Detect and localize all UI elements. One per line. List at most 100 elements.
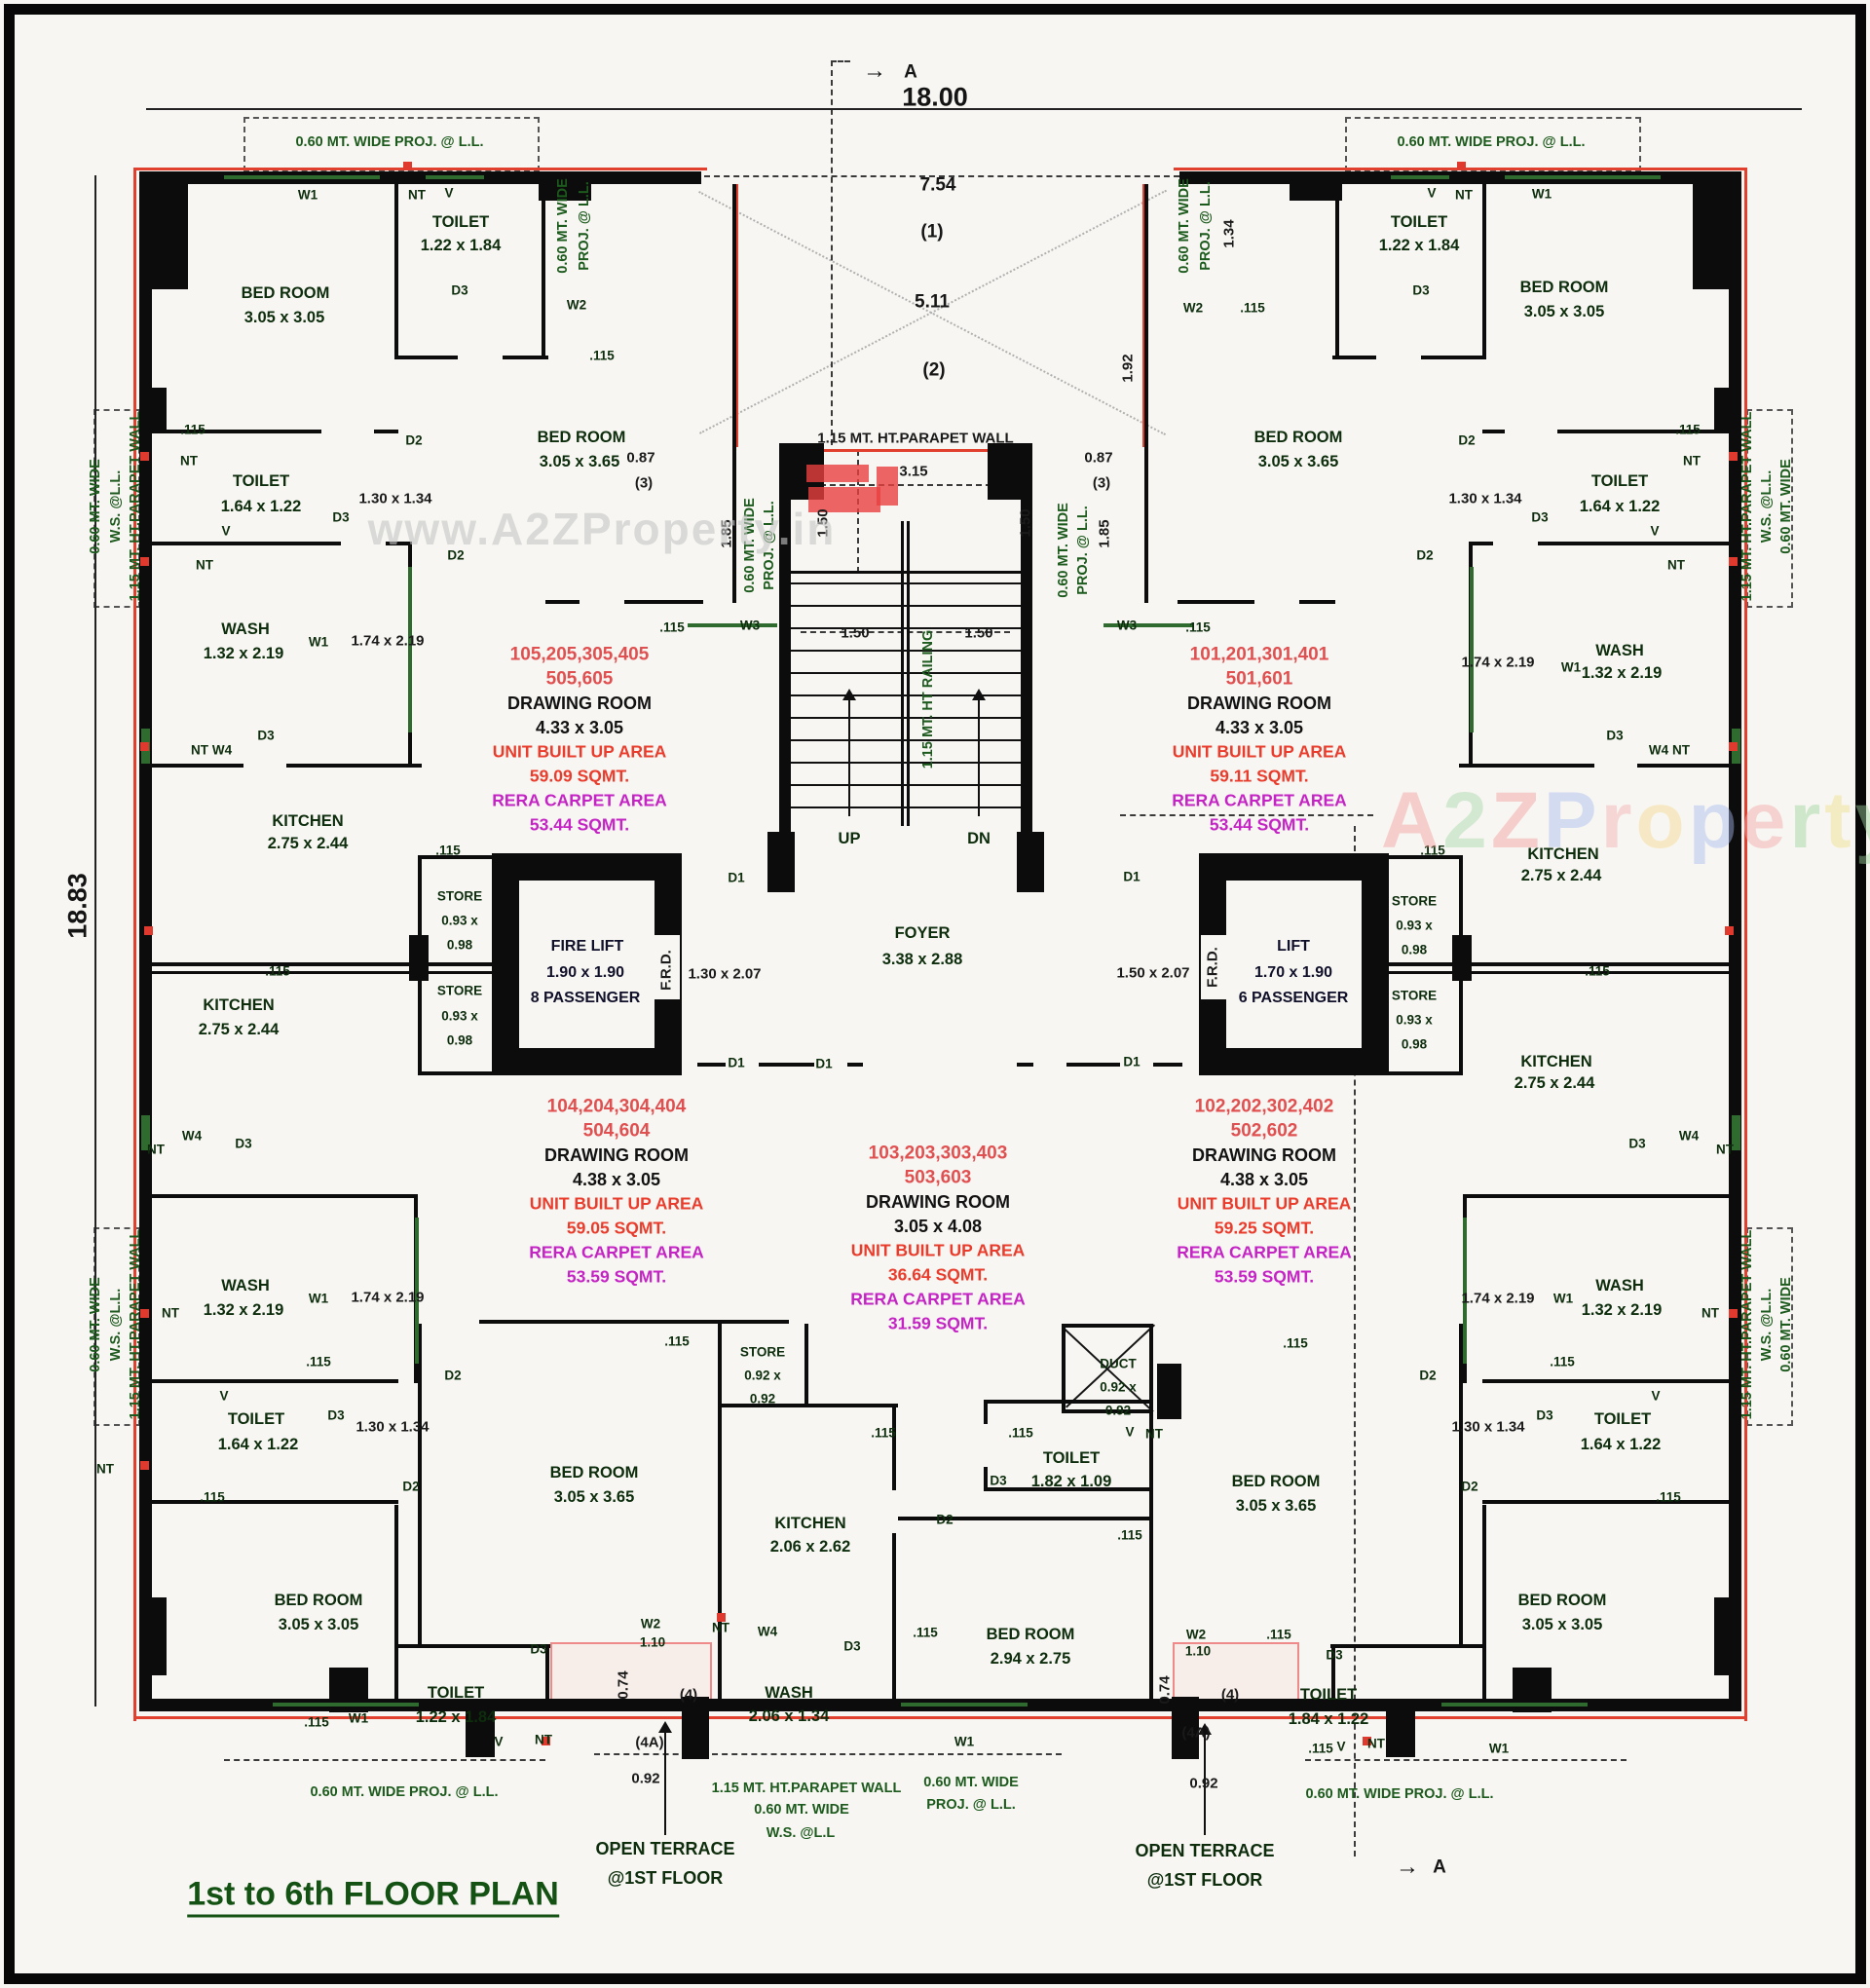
w1-bottomleft-mid: W1 [308, 1291, 329, 1306]
door-opening [726, 1063, 759, 1069]
wall [1021, 443, 1032, 836]
unit-104-line-6: RERA CARPET AREA [529, 1242, 704, 1262]
nt-top-left: NT [408, 187, 426, 203]
parapet-stair: 1.15 MT. HT.PARAPET WALL [817, 430, 1014, 447]
red-wall-marker [717, 1613, 726, 1622]
wall [1062, 1324, 1153, 1328]
d2-tr-a: D2 [1458, 432, 1476, 448]
bedroom2-right-name: BED ROOM [1253, 428, 1343, 446]
unit-102-line-4: UNIT BUILT UP AREA [1177, 1193, 1352, 1214]
rightwall-parapet-upper: 1.15 MT. HT.PARAPET WALL [1739, 411, 1755, 602]
nt-bc-left: NT [712, 1620, 729, 1635]
wall [1693, 172, 1741, 289]
window [1391, 175, 1449, 179]
window [141, 1115, 150, 1150]
projv-left-upper-2: PROJ. @ L.L. [576, 181, 592, 271]
foyer-size: 3.38 x 2.88 [881, 950, 963, 968]
door-opening [654, 935, 680, 999]
projv-right-upper-2: PROJ. @ L.L. [1197, 181, 1214, 271]
unit-102-line-2: DRAWING ROOM [1192, 1145, 1336, 1165]
dim115-sep-left: .115 [265, 963, 290, 979]
section-a-bottom-arrow: → [1396, 1854, 1419, 1880]
wash-bl-size: 1.32 x 2.19 [203, 1300, 284, 1319]
wash-br-size: 1.32 x 2.19 [1581, 1300, 1663, 1319]
wall [697, 1063, 863, 1067]
toilet-rm-size: 1.64 x 1.22 [1579, 497, 1661, 515]
dim150-dn: 1.50 [964, 624, 993, 642]
wall [1482, 1379, 1741, 1383]
dim115-c-b: .115 [1008, 1425, 1033, 1441]
unit-105-line-5: 59.09 SQMT. [529, 766, 630, 786]
toilet-rm-name: TOILET [1590, 471, 1649, 490]
toilet-brc-size: 1.84 x 1.22 [1288, 1709, 1369, 1728]
dim115-br-a: .115 [1550, 1354, 1575, 1369]
projection-dashed-box [1746, 409, 1793, 608]
watermark-brand-letter: e [1740, 776, 1790, 865]
door-opening [1120, 1063, 1153, 1069]
dashed-line-h [224, 1759, 545, 1761]
kitchen-c-name: KITCHEN [774, 1514, 846, 1532]
nt-leftwall-lower: NT [147, 1142, 165, 1157]
v-duct: V [1125, 1424, 1135, 1440]
kitchen-c-size: 2.06 x 2.62 [769, 1537, 851, 1556]
projb-center-1: 0.60 MT. WIDE [923, 1774, 1019, 1790]
direction-arrow-head [972, 682, 986, 700]
unit-104-line-5: 59.05 SQMT. [566, 1218, 667, 1238]
d2-tr-b: D2 [1416, 547, 1434, 563]
wall [1149, 1324, 1153, 1700]
watermark-brand-letter: o [1635, 776, 1689, 865]
w4-leftwall: W4 [211, 742, 233, 758]
store-ru-3: 0.98 [1401, 942, 1428, 957]
rightwall-ws-upper: W.S. @L.L. [1758, 469, 1775, 544]
exterior-red-line [133, 168, 136, 1721]
watermark-brand-letter: r [1789, 776, 1825, 865]
d2-br-a: D2 [1419, 1368, 1437, 1383]
bedroom2-left-size: 3.05 x 3.65 [539, 452, 620, 470]
projv-right-stair-1: 0.60 MT. WIDE [1055, 503, 1071, 598]
dim115-brw: .115 [1308, 1741, 1333, 1756]
d2-br-b: D2 [1461, 1479, 1478, 1494]
red-wall-marker [140, 742, 149, 751]
unit-105-line-1: 505,605 [545, 668, 614, 690]
stair-step [791, 762, 1021, 764]
d2-tl-b: D2 [447, 547, 465, 563]
window [1103, 623, 1193, 627]
bedroom2-right-size: 3.05 x 3.65 [1257, 452, 1339, 470]
section-a-top-arrow: → [863, 57, 886, 84]
wall [418, 1071, 492, 1075]
wall [682, 1697, 709, 1759]
dashed-line-h [801, 631, 1010, 633]
dim-134-right: 1.34 [1220, 219, 1238, 248]
w4-leftwall-lower: W4 [181, 1128, 203, 1144]
wall [1290, 171, 1342, 201]
wall [984, 1487, 1153, 1491]
unit-103-line-0: 103,203,303,403 [868, 1143, 1008, 1164]
dim-110-right: 1.10 [1184, 1643, 1212, 1659]
dim-150207: 1.50 x 2.07 [1116, 964, 1190, 982]
kitchen-ll-size: 2.75 x 2.44 [198, 1020, 280, 1038]
dim092-right: 0.92 [1189, 1775, 1218, 1792]
projection-dashed-box [1746, 1227, 1793, 1426]
nt-duct: NT [1145, 1426, 1163, 1442]
dim-087-left: 0.87 [626, 449, 655, 467]
foyer-name: FOYER [894, 923, 951, 942]
kitchen-ru-name: KITCHEN [1527, 844, 1599, 863]
unit-105-line-0: 105,205,305,405 [509, 644, 650, 665]
parapet-bottom: 1.15 MT. HT.PARAPET WALL [711, 1780, 902, 1796]
nt-leftwall-c: NT [191, 742, 208, 758]
wall [1062, 1409, 1153, 1413]
projb-center-2: PROJ. @ L.L. [926, 1796, 1016, 1813]
window [415, 1218, 419, 1364]
window [901, 1703, 1028, 1707]
nt-leftwall-b: NT [196, 557, 213, 573]
wall [394, 184, 398, 359]
d3-leftmid: D3 [332, 509, 350, 525]
watermark-brand-letter: r [1600, 776, 1636, 865]
door-opening [341, 542, 386, 547]
red-wall-marker [140, 557, 149, 566]
d3-rightmid: D3 [1531, 509, 1549, 525]
stair-step [791, 605, 1021, 607]
projection-dashed-box [1345, 117, 1641, 171]
watermark-brand-letter: t [1824, 776, 1855, 865]
dim115-rbl: .115 [1283, 1335, 1308, 1351]
